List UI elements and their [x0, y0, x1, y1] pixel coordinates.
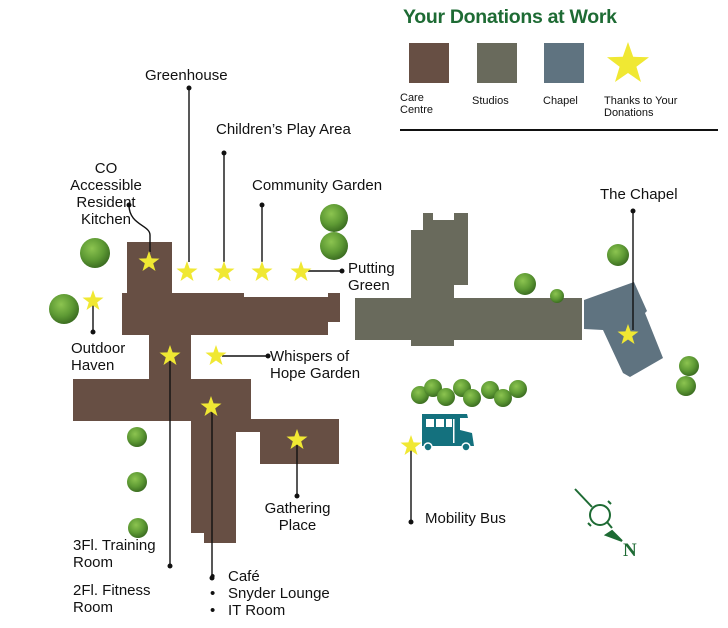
label-play-area: Children’s Play Area	[216, 121, 351, 138]
bus-icon	[422, 414, 474, 452]
label-putting-green: Putting Green	[348, 260, 395, 294]
legend-label-care-centre: Care Centre	[400, 92, 434, 116]
compass-north-label: N	[623, 540, 637, 561]
list-item: Snyder Lounge	[210, 585, 330, 602]
leader-lines	[92, 88, 634, 578]
legend-label-donations: Thanks to Your Donations	[604, 95, 678, 119]
legend-label-studios: Studios	[472, 95, 509, 107]
star-icon	[205, 345, 227, 365]
studios-building	[355, 213, 582, 346]
star-icon	[213, 261, 235, 281]
care-centre-building	[73, 242, 340, 543]
legend-star-icon	[607, 42, 649, 82]
list-item: Café	[210, 568, 330, 585]
label-mobility-bus: Mobility Bus	[425, 510, 506, 527]
label-community-garden: Community Garden	[252, 177, 383, 194]
legend-divider	[400, 129, 718, 131]
legend-title: Your Donations at Work	[403, 6, 617, 28]
label-outdoor-haven: Outdoor Haven	[71, 340, 126, 374]
label-gathering-place: Gathering Place	[264, 500, 331, 534]
legend-swatch-studios	[477, 43, 517, 83]
compass-icon	[574, 488, 623, 542]
label-chapel: The Chapel	[600, 186, 678, 203]
list-item: IT Room	[210, 602, 330, 619]
chapel-building	[584, 282, 663, 377]
label-kitchen: CO Accessible Resident Kitchen	[70, 160, 142, 228]
label-whispers-garden: Whispers of Hope Garden	[270, 348, 361, 382]
label-training-room: 3Fl. Training Room	[73, 537, 156, 571]
leader-dots	[90, 85, 636, 581]
label-greenhouse: Greenhouse	[145, 67, 228, 84]
label-fitness-room: 2Fl. Fitness Room	[73, 582, 151, 616]
legend-label-chapel: Chapel	[543, 95, 578, 107]
legend-swatch-chapel	[544, 43, 584, 83]
trees	[49, 204, 699, 538]
label-lounge-list: Café Snyder Lounge IT Room	[210, 568, 330, 619]
legend-swatch-care-centre	[409, 43, 449, 83]
star-icon	[251, 261, 273, 281]
star-icon	[176, 261, 198, 281]
